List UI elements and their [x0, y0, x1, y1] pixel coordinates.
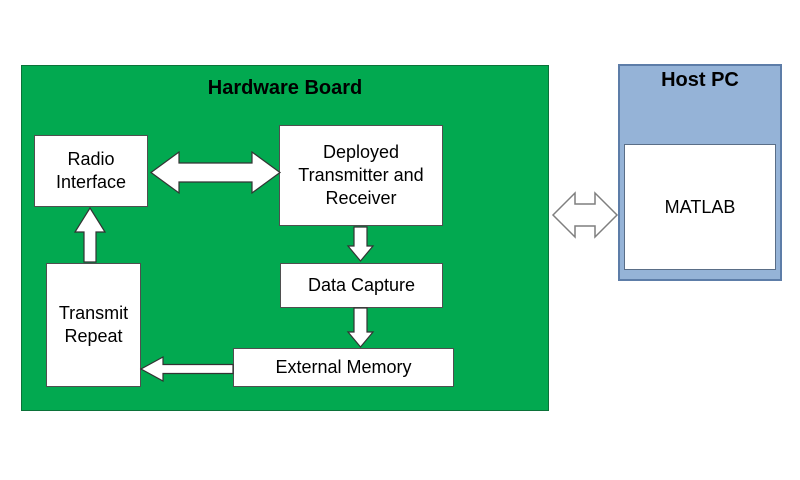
host-pc-title: Host PC [661, 69, 739, 91]
block-radio-interface: Radio Interface [34, 135, 148, 207]
block-radio-interface-label: Radio Interface [55, 149, 127, 192]
block-transmit-repeat-label: Transmit Repeat [58, 303, 129, 346]
block-transmit-repeat: Transmit Repeat [46, 263, 141, 387]
external-memory-to-transmit-repeat-left-arrow [139, 355, 234, 383]
hardware-board-title: Hardware Board [207, 77, 363, 99]
data-capture-to-external-memory-down-arrow [346, 307, 375, 348]
block-matlab: MATLAB [624, 144, 776, 270]
block-deployed-transmitter-receiver: Deployed Transmitter and Receiver [279, 125, 443, 226]
block-matlab-label: MATLAB [664, 196, 736, 217]
deployed-to-data-capture-down-arrow [346, 226, 375, 262]
transmit-repeat-to-radio-up-arrow [73, 206, 107, 263]
block-deployed-transmitter-receiver-label: Deployed Transmitter and Receiver [298, 142, 424, 208]
block-data-capture: Data Capture [280, 263, 443, 308]
block-external-memory-label: External Memory [275, 357, 412, 377]
board-hostpc-double-arrow [551, 191, 619, 239]
block-external-memory: External Memory [233, 348, 454, 387]
block-data-capture-label: Data Capture [307, 275, 416, 295]
radio-deployed-double-arrow [149, 150, 282, 195]
